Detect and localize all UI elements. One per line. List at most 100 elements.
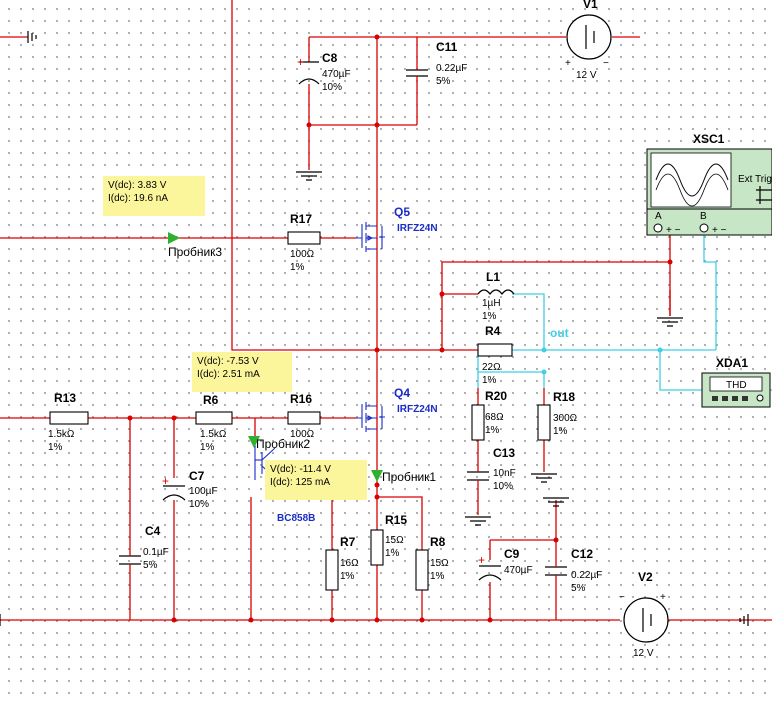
c7-value: 100µF	[189, 486, 218, 497]
c7-capacitor[interactable]: + C7 100µF 10%	[162, 469, 218, 510]
c8-tol: 10%	[322, 82, 342, 93]
probe-3[interactable]: Пробник3	[168, 232, 222, 259]
q5-name: Q5	[394, 205, 410, 219]
r17-value: 100Ω	[290, 249, 315, 260]
c8-capacitor[interactable]: + C8 470µF 10%	[297, 51, 351, 93]
v2-value: 12 V	[633, 648, 654, 659]
ground-symbols	[0, 31, 749, 626]
l1-tol: 1%	[482, 311, 497, 322]
svg-text:+: +	[565, 58, 571, 69]
xda1-analyzer[interactable]: XDA1 THD	[701, 356, 771, 408]
svg-text:+: +	[297, 55, 304, 69]
probe-3-label: Пробник3	[168, 245, 222, 259]
c12-value: 0.22µF	[571, 570, 602, 581]
r20-name: R20	[485, 389, 507, 403]
r6-resistor[interactable]: R6 1.5kΩ 1%	[195, 393, 233, 453]
r7-resistor[interactable]: R7 16Ω 1%	[325, 535, 359, 591]
r7-tol: 1%	[340, 571, 355, 582]
xda1-label: THD	[726, 380, 747, 391]
r8-resistor[interactable]: R8 15Ω 1%	[415, 535, 449, 591]
r7-name: R7	[340, 535, 356, 549]
r20-resistor[interactable]: R20 68Ω 1%	[471, 389, 507, 441]
c13-capacitor[interactable]: C13 10nF 10%	[467, 446, 516, 492]
svg-text:+ −: + −	[666, 225, 681, 236]
c13-tol: 10%	[493, 481, 513, 492]
r17-tol: 1%	[290, 262, 305, 273]
c4-tol: 5%	[143, 560, 158, 571]
l1-inductor[interactable]: L1 1µH 1%	[477, 270, 515, 322]
q6-model: BC858B	[277, 513, 315, 524]
svg-text:+ −: + −	[712, 225, 727, 236]
probe-3-voltage: V(dc): 3.83 V	[108, 180, 167, 191]
q5-model: IRFZ24N	[397, 223, 438, 234]
c12-name: C12	[571, 547, 593, 561]
q4-name: Q4	[394, 386, 410, 400]
c4-capacitor[interactable]: C4 0.1µF 5%	[119, 524, 169, 572]
l1-name: L1	[486, 270, 500, 284]
r6-value: 1.5kΩ	[200, 429, 227, 440]
probe-mid-voltage: V(dc): -7.53 V	[197, 356, 259, 367]
probe-1-current: I(dc): 125 mA	[270, 477, 331, 488]
r4-value: 22Ω	[482, 362, 501, 373]
svg-text:−: −	[619, 592, 625, 603]
q6-transistor[interactable]: BC858B	[254, 440, 315, 524]
c11-tol: 5%	[436, 76, 451, 87]
r15-resistor[interactable]: R15 15Ω 1%	[370, 513, 407, 566]
r8-name: R8	[430, 535, 446, 549]
r13-value: 1.5kΩ	[48, 429, 75, 440]
wires	[0, 0, 772, 621]
c8-value: 470µF	[322, 69, 351, 80]
c7-tol: 10%	[189, 499, 209, 510]
probe-3-current: I(dc): 19.6 nA	[108, 193, 169, 204]
r15-tol: 1%	[385, 548, 400, 559]
c7-name: C7	[189, 469, 205, 483]
svg-text:+: +	[162, 474, 169, 488]
xda1-name: XDA1	[716, 356, 748, 370]
xsc1-a: A	[655, 211, 662, 222]
r13-tol: 1%	[48, 442, 63, 453]
l1-value: 1µH	[482, 298, 501, 309]
c13-name: C13	[493, 446, 515, 460]
r15-name: R15	[385, 513, 407, 527]
c9-capacitor[interactable]: + C9 470µF	[478, 547, 533, 581]
r18-resistor[interactable]: R18 300Ω 1%	[537, 390, 578, 441]
probe-1[interactable]: Пробник1	[371, 470, 436, 484]
xsc1-trig: Ext Trig	[738, 174, 772, 185]
c12-capacitor[interactable]: C12 0.22µF 5%	[545, 547, 602, 594]
svg-text:+: +	[660, 592, 666, 603]
r20-value: 68Ω	[485, 412, 504, 423]
r18-value: 300Ω	[553, 413, 578, 424]
probe-1-voltage: V(dc): -11.4 V	[270, 464, 331, 475]
v1-value: 12 V	[576, 70, 597, 81]
q4-mosfet[interactable]: Q4 IRFZ24N	[356, 386, 438, 432]
r8-tol: 1%	[430, 571, 445, 582]
svg-text:+: +	[478, 553, 485, 567]
v2-name: V2	[638, 570, 653, 584]
r13-resistor[interactable]: R13 1.5kΩ 1%	[48, 391, 89, 453]
xsc1-b: B	[700, 211, 707, 222]
r17-resistor[interactable]: R17 100Ω 1%	[287, 212, 321, 273]
xsc1-oscilloscope[interactable]: XSC1 Ext Trig A B + − + −	[646, 132, 772, 236]
v2-source[interactable]: − + V2 12 V	[619, 570, 669, 659]
r17-name: R17	[290, 212, 312, 226]
r6-tol: 1%	[200, 442, 215, 453]
r7-value: 16Ω	[340, 558, 359, 569]
c11-capacitor[interactable]: C11 0.22µF 5%	[406, 40, 467, 87]
junctions	[127, 34, 673, 623]
r16-value: 100Ω	[290, 429, 315, 440]
c11-value: 0.22µF	[436, 63, 467, 74]
c9-value: 470µF	[504, 565, 533, 576]
r13-name: R13	[54, 391, 76, 405]
r16-resistor[interactable]: R16 100Ω	[287, 392, 321, 440]
r15-value: 15Ω	[385, 535, 404, 546]
r4-resistor[interactable]: R4 22Ω 1%	[477, 324, 513, 386]
probe-1-readout: V(dc): -11.4 V I(dc): 125 mA	[265, 460, 367, 500]
r4-name: R4	[485, 324, 501, 338]
probe-2[interactable]: Пробник2	[248, 436, 310, 451]
out-net-label: out	[550, 326, 569, 340]
v1-source[interactable]: V1 12 V + −	[560, 0, 612, 81]
c4-value: 0.1µF	[143, 547, 169, 558]
r20-tol: 1%	[485, 425, 500, 436]
q5-mosfet[interactable]: Q5 IRFZ24N	[356, 205, 438, 252]
